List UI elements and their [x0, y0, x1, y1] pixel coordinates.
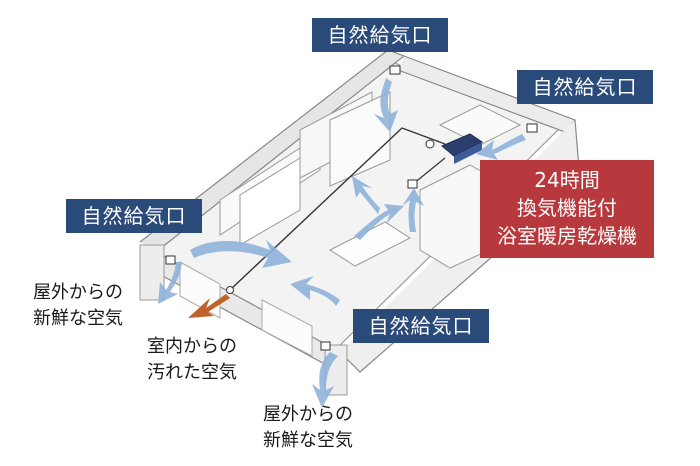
vent-markers: [165, 65, 538, 351]
fresh-air-note-bottom: 屋外からの 新鮮な空気: [240, 402, 376, 454]
intake-label-top: 自然給気口: [312, 18, 448, 52]
stale-air-note-line-2: 汚れた空気: [147, 362, 237, 383]
outer-wall-left: [139, 49, 406, 253]
fresh-air-arrow-left: [158, 262, 182, 304]
vent-bottom: [320, 341, 331, 351]
fresh-air-flow-bath: [402, 188, 424, 232]
intake-label-left: 自然給気口: [66, 199, 202, 233]
fresh-air-note-bottom-line-2: 新鮮な空気: [263, 430, 353, 451]
exhaust-duct-branch: [412, 157, 446, 185]
window-front-2: [261, 299, 313, 357]
fresh-air-note-left-line-1: 屋外からの: [33, 282, 123, 303]
fresh-air-flow-hall: [354, 204, 404, 240]
window-front-1: [179, 261, 221, 319]
exhaust-point: [226, 286, 234, 294]
exhaust-duct-line: [229, 127, 446, 291]
bath-system-label: 24時間 換気機能付 浴室暖房乾燥機: [480, 160, 654, 258]
room-partition-2: [239, 157, 301, 246]
vent-left: [165, 255, 176, 265]
fresh-air-flow-center: [290, 276, 340, 306]
fresh-air-arrows: [158, 78, 526, 408]
fresh-air-flow-upper: [352, 176, 380, 214]
vent-right: [526, 123, 538, 133]
fresh-air-arrow-right: [476, 134, 526, 160]
fresh-air-flow-left-room: [190, 240, 292, 268]
stale-air-arrow: [188, 294, 230, 318]
fresh-air-arrow-bottom: [312, 352, 338, 408]
ceiling-vent: [407, 179, 418, 189]
bath-dryer-unit: [425, 133, 483, 164]
closet-block: [329, 91, 391, 187]
bath-system-line-3: 浴室暖房乾燥機: [497, 224, 637, 248]
stale-air-note: 室内からの 汚れた空気: [124, 334, 260, 386]
fresh-air-note-bottom-line-1: 屋外からの: [263, 404, 353, 425]
intake-label-right: 自然給気口: [517, 70, 653, 104]
fresh-air-note-left: 屋外からの 新鮮な空気: [10, 280, 146, 332]
fresh-air-note-left-line-2: 新鮮な空気: [33, 308, 123, 329]
intake-label-bottom: 自然給気口: [353, 309, 489, 343]
bath-system-line-1: 24時間: [534, 168, 600, 192]
fresh-air-arrow-top: [374, 78, 398, 132]
stale-air-note-line-1: 室内からの: [147, 336, 237, 357]
vent-top: [389, 65, 401, 75]
bath-system-line-2: 換気機能付: [517, 196, 617, 220]
